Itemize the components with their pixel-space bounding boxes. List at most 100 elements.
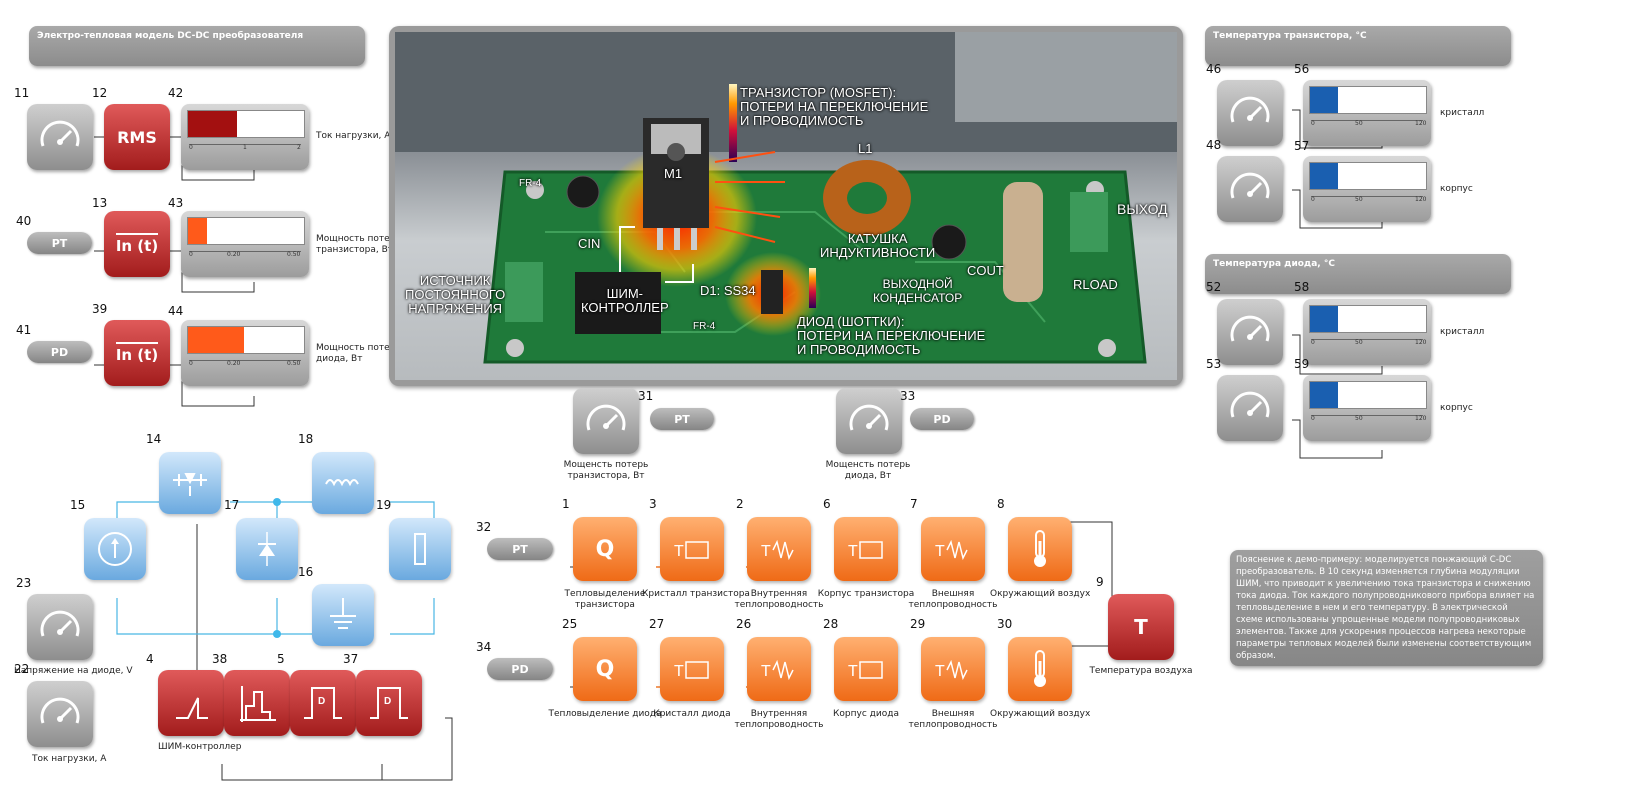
ground-element[interactable] (312, 584, 374, 646)
diode-voltage-gauge[interactable] (27, 594, 93, 660)
ambient-air-transistor[interactable] (1008, 517, 1072, 581)
heat-source-diode[interactable]: Q (573, 637, 637, 701)
pwm-controller-block[interactable] (158, 670, 224, 736)
block-number: 44 (168, 304, 184, 318)
pd-output-pill[interactable]: PD (910, 408, 974, 430)
power-source-label: ИСТОЧНИК ПОСТОЯННОГО НАПРЯЖЕНИЯ (405, 273, 506, 316)
transistor-loss-meter[interactable]: 0 0.20 0.50 (181, 211, 309, 277)
pt-input-pill[interactable]: PT (27, 232, 92, 254)
pulse-block-1[interactable]: D (290, 670, 356, 736)
tick-label: 50 (1355, 196, 1363, 203)
ground-icon (330, 598, 356, 629)
block-number: 40 (16, 214, 32, 228)
heat-capacity-icon: T (674, 541, 709, 560)
tick-label: 0.50 (287, 360, 301, 367)
thermometer-icon (1034, 530, 1046, 567)
gauge-icon (1230, 96, 1270, 123)
thermal-resistance-external-diode[interactable]: T (921, 637, 985, 701)
block-label: Окружающий воздух (990, 709, 1091, 719)
meter-label: кристалл (1440, 327, 1485, 337)
integral-block-diode[interactable]: In (t) (104, 320, 170, 386)
ambient-air-diode[interactable] (1008, 637, 1072, 701)
tick-label: 0 (189, 144, 193, 151)
signal-generator-block[interactable] (224, 670, 290, 736)
thermal-capacity-transistor-crystal[interactable]: T (660, 517, 724, 581)
block-number: 6 (823, 497, 831, 511)
diode-element[interactable] (236, 518, 298, 580)
rms-block[interactable]: RMS (104, 104, 170, 170)
gauge-icon (40, 120, 80, 147)
diode-icon (258, 532, 276, 566)
tick-label: 0.20 (227, 251, 241, 258)
tick-label: 0 (1311, 339, 1315, 346)
thermal-resistance-external-transistor[interactable]: T (921, 517, 985, 581)
diode-loss-gauge[interactable] (836, 388, 902, 454)
switch-icon (176, 697, 208, 719)
inductor-icon (325, 479, 359, 487)
voltage-source-element[interactable] (84, 518, 146, 580)
thermal-resistance-internal-transistor[interactable]: T (747, 517, 811, 581)
block-symbol: T (761, 663, 771, 680)
block-number: 11 (14, 86, 30, 100)
current-source-icon (98, 532, 132, 566)
thermal-resistance-internal-diode[interactable]: T (747, 637, 811, 701)
heat-source-transistor[interactable]: Q (573, 517, 637, 581)
integral-block-transistor[interactable]: In (t) (104, 211, 170, 277)
meter-label: Мощность потерь транзистора, Вт (316, 234, 401, 255)
diode-case-gauge[interactable] (1217, 375, 1283, 441)
diode-loss-meter[interactable]: 0 0.20 0.50 (181, 320, 309, 386)
block-number: 46 (1206, 62, 1222, 76)
load-current-gauge-bottom[interactable] (27, 681, 93, 747)
mosfet-switch-element[interactable] (159, 452, 221, 514)
meter-fill (1310, 382, 1338, 408)
load-current-gauge[interactable] (27, 104, 93, 170)
tick-label: 120 (1415, 120, 1427, 127)
tick-label: 50 (1355, 120, 1363, 127)
pcb-photo: ТРАНЗИСТОР (MOSFET): ПОТЕРИ НА ПЕРЕКЛЮЧЕ… (395, 32, 1177, 380)
cout-label: COUT (967, 263, 1004, 278)
transistor-loss-gauge[interactable] (573, 388, 639, 454)
transistor-case-gauge[interactable] (1217, 156, 1283, 222)
block-number: 38 (212, 652, 228, 666)
block-number: 2 (736, 497, 744, 511)
pd-thermal-pill[interactable]: PD (487, 658, 553, 680)
step-chart-icon (240, 686, 276, 722)
load-resistor-element[interactable] (389, 518, 451, 580)
inductor-element[interactable] (312, 452, 374, 514)
pulse-block-2[interactable]: D (356, 670, 422, 736)
pt-output-pill[interactable]: PT (650, 408, 714, 430)
diode-case-meter[interactable]: 0 50 120 (1303, 375, 1431, 441)
gauge-icon (1230, 391, 1270, 418)
inductor-label: КАТУШКА ИНДУКТИВНОСТИ (820, 231, 936, 260)
block-label: Тепловыделение транзистора (564, 589, 646, 610)
diode-crystal-meter[interactable]: 0 50 120 (1303, 299, 1431, 365)
tick-label: 0.50 (287, 251, 301, 258)
thermal-capacity-transistor-case[interactable]: T (834, 517, 898, 581)
heat-capacity-icon: T (674, 661, 709, 680)
tick-label: 120 (1415, 339, 1427, 346)
block-label: Корпус диода (833, 709, 899, 719)
thermal-capacity-diode-crystal[interactable]: T (660, 637, 724, 701)
output-label: ВЫХОД (1117, 201, 1168, 217)
thermal-capacity-diode-case[interactable]: T (834, 637, 898, 701)
diode-crystal-gauge[interactable] (1217, 299, 1283, 365)
block-symbol: T (935, 543, 945, 560)
transistor-crystal-gauge[interactable] (1217, 80, 1283, 146)
block-number: 9 (1096, 575, 1104, 589)
block-number: 42 (168, 86, 184, 100)
gauge-icon (1230, 315, 1270, 342)
transistor-crystal-meter[interactable]: 0 50 120 (1303, 80, 1431, 146)
transistor-case-meter[interactable]: 0 50 120 (1303, 156, 1431, 222)
pd-input-pill[interactable]: PD (27, 341, 92, 363)
block-number: 32 (476, 520, 492, 534)
air-temperature-sensor[interactable]: T (1108, 594, 1174, 660)
pwm-controller-label: ШИМ- КОНТРОЛЛЕР (581, 286, 669, 315)
gauge-icon (1230, 172, 1270, 199)
rload-label: RLOAD (1073, 277, 1118, 292)
block-symbol: T (761, 543, 771, 560)
fr4-label: FR-4 (519, 178, 542, 189)
mosfet-label: ТРАНЗИСТОР (MOSFET): ПОТЕРИ НА ПЕРЕКЛЮЧЕ… (740, 85, 929, 128)
block-label: Корпус транзистора (817, 589, 915, 599)
pt-thermal-pill[interactable]: PT (487, 538, 553, 560)
load-current-meter[interactable]: 0 1 2 (181, 104, 309, 170)
